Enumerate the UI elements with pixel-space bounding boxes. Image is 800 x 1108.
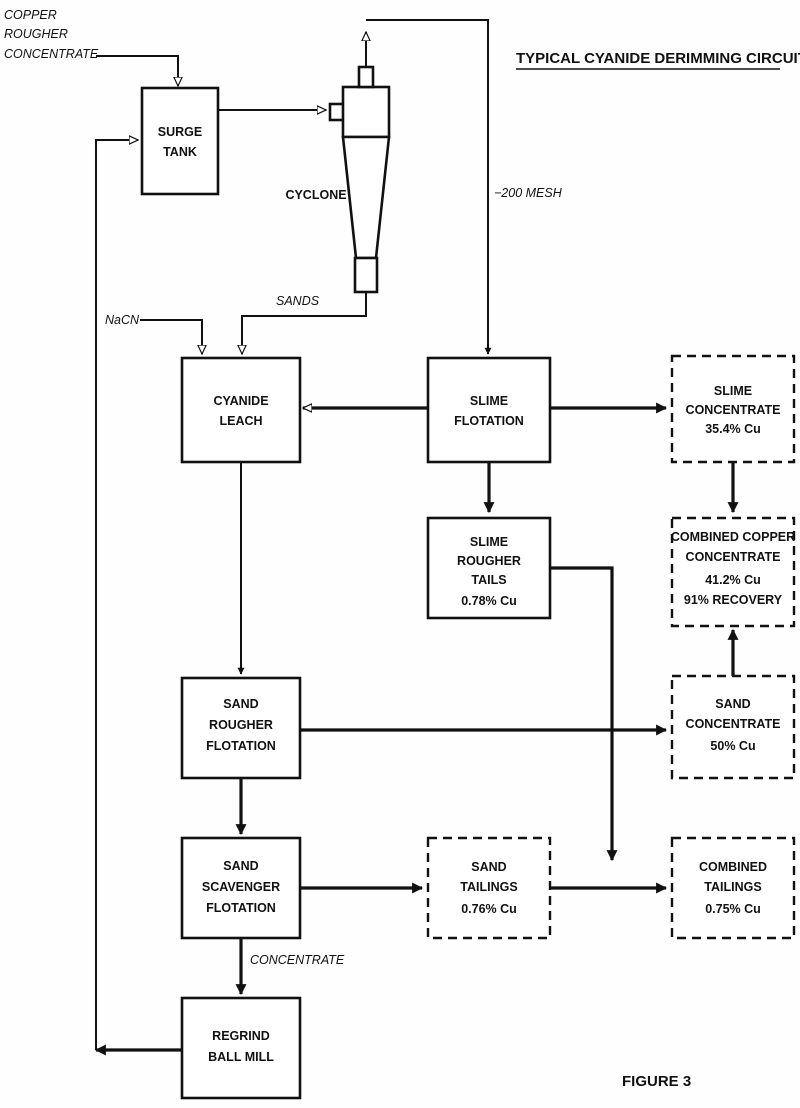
combined-copper-concentrate-box	[670, 516, 796, 628]
cyclone-label: CYCLONE	[285, 188, 346, 202]
combined-copper-concentrate-grade: 41.2% Cu	[705, 573, 761, 587]
sand-tailings-label: TAILINGS	[460, 880, 517, 894]
sands-label: SANDS	[276, 294, 320, 308]
nacn-arrow	[140, 319, 202, 354]
sand-scavenger-flotation-label: FLOTATION	[206, 901, 276, 915]
sand-tailings-label: SAND	[471, 860, 506, 874]
combined-tailings-label: COMBINED	[699, 860, 767, 874]
feed-label-line: COPPER	[4, 8, 57, 22]
combined-tailings-box	[670, 836, 796, 940]
slime-tails-to-combined-tailings-line	[550, 566, 618, 862]
slime-rougher-tails-label: SLIME	[470, 535, 508, 549]
diagram-title: TYPICAL CYANIDE DERIMMING CIRCUIT	[516, 50, 800, 67]
slime-flotation-box	[426, 356, 552, 464]
surge-tank-label: SURGE	[158, 125, 202, 139]
slime-concentrate-grade: 35.4% Cu	[705, 422, 761, 436]
regrind-ball-mill-label: BALL MILL	[208, 1050, 274, 1064]
cyanide-leach-label: CYANIDE	[213, 394, 268, 408]
sand-concentrate-box	[670, 674, 796, 780]
slime-rougher-tails-label: ROUGHER	[457, 554, 521, 568]
slime-rougher-tails-box	[426, 516, 552, 620]
nacn-label: NaCN	[105, 313, 140, 327]
mesh-label: −200 MESH	[494, 186, 563, 200]
cyanide-leach-label: LEACH	[219, 414, 262, 428]
sands-arrow	[242, 292, 367, 354]
slime-rougher-tails-grade: 0.78% Cu	[461, 594, 517, 608]
feed-label: COPPER ROUGHER CONCENTRATE	[4, 8, 99, 61]
regrind-ball-mill-label: REGRIND	[212, 1029, 270, 1043]
slime-flotation-label: SLIME	[470, 394, 508, 408]
figure-label: FIGURE 3	[622, 1073, 691, 1090]
concentrate-label: CONCENTRATE	[250, 953, 345, 967]
slime-rougher-tails-label: TAILS	[471, 573, 506, 587]
sand-rougher-flotation-label: ROUGHER	[209, 718, 273, 732]
combined-copper-concentrate-label: CONCENTRATE	[686, 550, 781, 564]
combined-copper-concentrate-label: COMBINED COPPER	[671, 530, 795, 544]
combined-tailings-grade: 0.75% Cu	[705, 902, 761, 916]
feed-label-line: ROUGHER	[4, 27, 68, 41]
overflow-to-slime-flotation-line	[366, 19, 492, 355]
sand-rougher-flotation-label: SAND	[223, 697, 258, 711]
sand-scavenger-flotation-label: SAND	[223, 859, 258, 873]
combined-tailings-label: TAILINGS	[704, 880, 761, 894]
sand-scavenger-flotation-label: SCAVENGER	[202, 880, 280, 894]
slime-concentrate-label: CONCENTRATE	[686, 403, 781, 417]
regrind-ball-mill-box	[180, 996, 302, 1100]
recycle-to-surge-tank-line	[95, 140, 138, 1050]
slime-concentrate-label: SLIME	[714, 384, 752, 398]
sand-rougher-flotation-label: FLOTATION	[206, 739, 276, 753]
slime-flotation-label: FLOTATION	[454, 414, 524, 428]
cyclone-icon	[328, 65, 391, 294]
combined-copper-concentrate-recovery: 91% RECOVERY	[684, 593, 783, 607]
surge-tank-box	[140, 86, 220, 196]
sand-tailings-grade: 0.76% Cu	[461, 902, 517, 916]
cyanide-leach-box	[180, 356, 302, 464]
feed-label-line: CONCENTRATE	[4, 47, 99, 61]
feed-arrow	[96, 55, 178, 86]
surge-tank-label: TANK	[163, 145, 197, 159]
sand-tailings-box	[426, 836, 552, 940]
sand-concentrate-label: SAND	[715, 697, 750, 711]
sand-concentrate-grade: 50% Cu	[710, 739, 755, 753]
sand-concentrate-label: CONCENTRATE	[686, 717, 781, 731]
